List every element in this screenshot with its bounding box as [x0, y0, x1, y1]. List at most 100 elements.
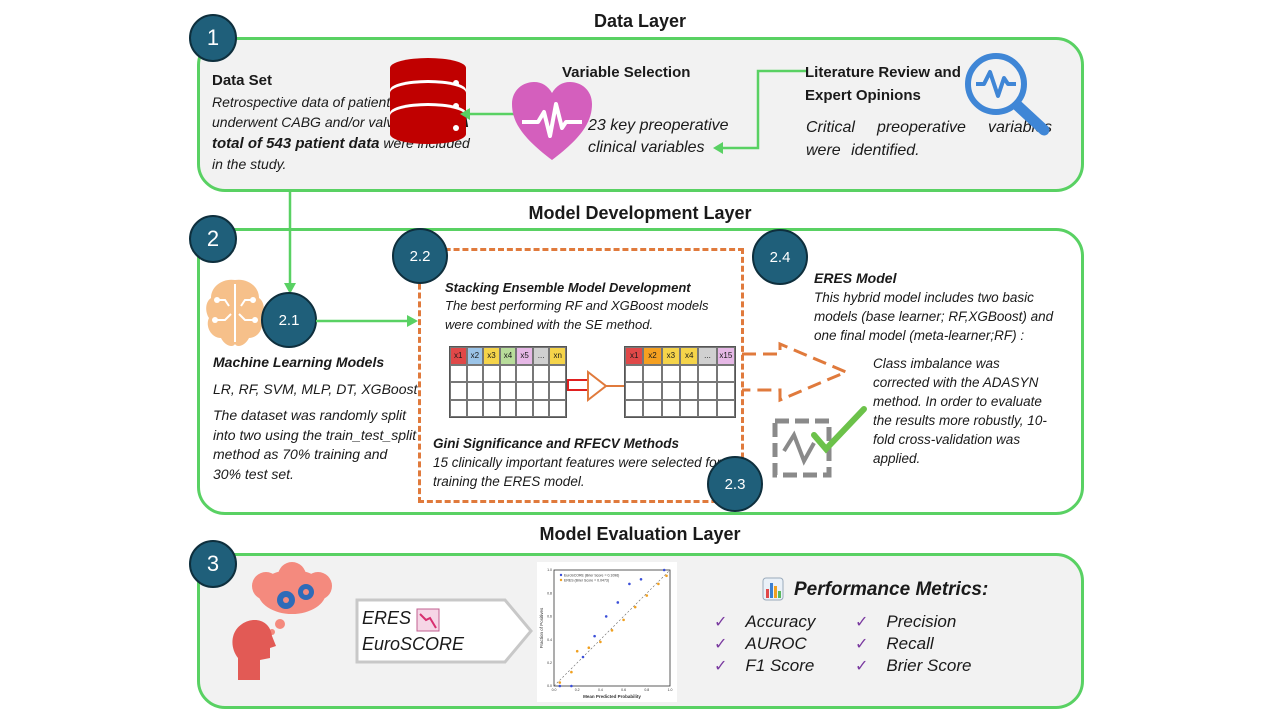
- cell: [516, 399, 533, 417]
- eres-point-8: [645, 594, 649, 597]
- cell: [680, 382, 699, 400]
- metrics-right-list: ✓Precision ✓Recall ✓Brier Score: [855, 611, 971, 677]
- metric-accuracy: Accuracy: [745, 612, 816, 631]
- header-cell: ...: [698, 347, 717, 365]
- header-cell: xn: [549, 347, 566, 365]
- cell: [516, 364, 533, 382]
- eres-label: ERES: [362, 608, 412, 628]
- variable-selection-heading: Variable Selection: [562, 64, 691, 81]
- cell: [532, 364, 550, 382]
- check-icon: ✓: [714, 636, 728, 653]
- badge-2-2: 2.2: [392, 228, 448, 284]
- y-axis-label: Fraction of Positives: [539, 607, 544, 648]
- eres-point-7: [633, 605, 637, 609]
- legend-eres: ERES (Brier Score = 0.0473): [564, 579, 609, 583]
- data-layer-panel: [197, 37, 1084, 192]
- cell: [483, 364, 500, 382]
- cell: [661, 399, 680, 417]
- euroscore-point-3: [593, 634, 596, 638]
- euroscore-label: EuroSCORE: [362, 634, 465, 654]
- eres-heading: ERES Model: [814, 270, 897, 286]
- legend-marker-eres: [559, 578, 563, 582]
- cell: [516, 382, 533, 400]
- cell: [549, 399, 566, 417]
- metric-item: ✓Recall: [855, 633, 971, 655]
- euroscore-point-2: [581, 655, 585, 659]
- cell: [499, 364, 517, 382]
- stacking-dashed-box: [418, 248, 744, 503]
- y-tick-label: 0.8: [547, 591, 552, 595]
- metric-auroc: AUROC: [745, 634, 807, 653]
- magnifier-search-icon: [965, 53, 1050, 136]
- euroscore-point-6: [628, 582, 631, 586]
- eres-text-1: This hybrid model includes two basic mod…: [814, 290, 1054, 343]
- eres-point-0: [558, 681, 562, 684]
- cell: [716, 399, 735, 417]
- legend-euroscore: EuroSCORE (Brier Score = 0.1096): [564, 574, 619, 578]
- cell: [643, 399, 662, 417]
- cell: [483, 382, 500, 400]
- cell: [466, 399, 484, 417]
- header-cell: x2: [466, 347, 484, 365]
- euroscore-point-4: [604, 615, 608, 618]
- check-icon: ✓: [714, 658, 728, 675]
- euroscore-point-0: [558, 684, 562, 688]
- variable-selection-text: 23 key preoperative clinical variables: [588, 117, 729, 156]
- heart-icon: [512, 82, 592, 160]
- arrow-dataset-to-ml: [284, 190, 296, 294]
- check-icon: ✓: [855, 614, 869, 631]
- feature-selection-funnel-icon: [567, 369, 624, 403]
- diagonal-reference: [553, 569, 671, 687]
- x-tick-label: 0.2: [575, 688, 580, 692]
- cell: [716, 364, 735, 382]
- eval-layer-title: Model Evaluation Layer: [539, 524, 741, 544]
- metrics-left-list: ✓Accuracy ✓AUROC ✓F1 Score: [714, 611, 815, 677]
- header-cell: x3: [661, 347, 680, 365]
- cell: [698, 399, 717, 417]
- layer-badge-1: 1: [189, 14, 237, 62]
- cell: [698, 382, 717, 400]
- cell: [450, 399, 467, 417]
- arrow-variable-to-dataset: [460, 108, 516, 120]
- cell: [483, 399, 500, 417]
- cell: [625, 364, 644, 382]
- y-tick-label: 0.6: [547, 615, 552, 619]
- header-cell: x1: [625, 347, 644, 365]
- header-cell: x4: [499, 347, 517, 365]
- metric-item: ✓Brier Score: [855, 655, 971, 677]
- cell: [680, 399, 699, 417]
- check-icon: ✓: [855, 636, 869, 653]
- data-layer-title: Data Layer: [593, 11, 687, 31]
- cell: [549, 382, 566, 400]
- header-cell: x5: [516, 347, 533, 365]
- database-icon: [390, 58, 466, 144]
- layer-badge-3: 3: [189, 540, 237, 588]
- brain-circuit-icon: [206, 279, 264, 346]
- stacking-heading: Stacking Ensemble Model Development: [445, 280, 691, 295]
- eres-point-3: [587, 646, 591, 650]
- model-layer-panel: [197, 228, 1084, 515]
- y-tick-label: 0.0: [547, 684, 552, 688]
- eres-point-5: [610, 629, 614, 632]
- cell: [499, 399, 517, 417]
- x-tick-label: 1.0: [668, 688, 673, 692]
- arrow-stacking-to-eres: [742, 341, 850, 403]
- cell: [680, 364, 699, 382]
- literature-heading: Literature Review and Expert Opinions: [805, 64, 961, 104]
- cell: [698, 364, 717, 382]
- dataset-heading: Data Set: [212, 72, 273, 89]
- header-cell: x4: [680, 347, 699, 365]
- model-layer-title: Model Development Layer: [528, 203, 752, 223]
- eres-point-4: [599, 640, 602, 644]
- arrow-literature-to-variables: [713, 69, 806, 154]
- literature-text: Critical preoperative variables were ide…: [806, 119, 1052, 159]
- chart-legend: EuroSCORE (Brier Score = 0.1096) ERES (B…: [559, 574, 619, 583]
- validation-check-icon: [772, 406, 867, 478]
- cell: [661, 364, 680, 382]
- cell: [450, 364, 467, 382]
- badge-2-4: 2.4: [752, 229, 808, 285]
- cell: [466, 382, 484, 400]
- cell: [532, 399, 550, 417]
- check-icon: ✓: [855, 658, 869, 675]
- ml-models: LR, RF, SVM, MLP, DT, XGBoost: [213, 381, 418, 397]
